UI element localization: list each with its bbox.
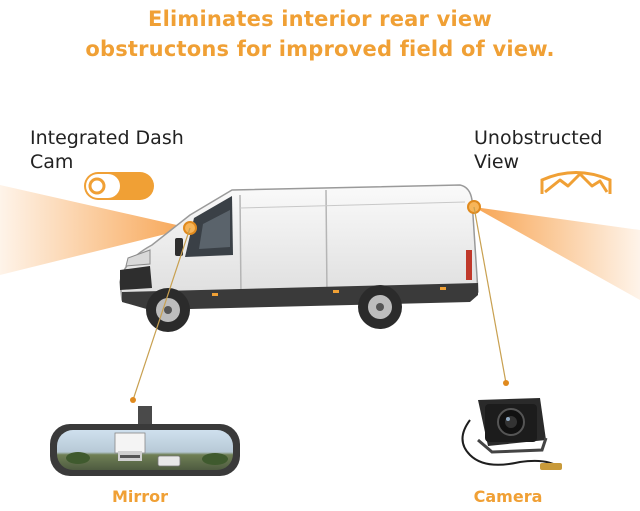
unobstructed-view-label: Unobstructed View	[474, 127, 603, 173]
dash-cam-marker	[130, 221, 197, 403]
camera-caption: Camera	[473, 487, 543, 506]
backup-camera	[461, 398, 562, 470]
rear-camera-marker	[467, 200, 509, 386]
dash-cam-toggle-icon	[84, 172, 154, 200]
headline-line-1: Eliminates interior rear view	[148, 7, 492, 31]
dash-cam-beam	[0, 185, 190, 275]
van-illustration	[119, 184, 479, 332]
headline: Eliminates interior rear view obstructon…	[0, 4, 640, 64]
rear-camera-beam	[474, 207, 640, 300]
mountain-view-icon	[540, 171, 612, 194]
rearview-mirror	[50, 406, 240, 476]
mirror-caption: Mirror	[111, 487, 169, 506]
dash-cam-label: Integrated Dash Cam	[30, 127, 184, 173]
headline-line-2: obstructons for improved field of view.	[85, 37, 555, 61]
